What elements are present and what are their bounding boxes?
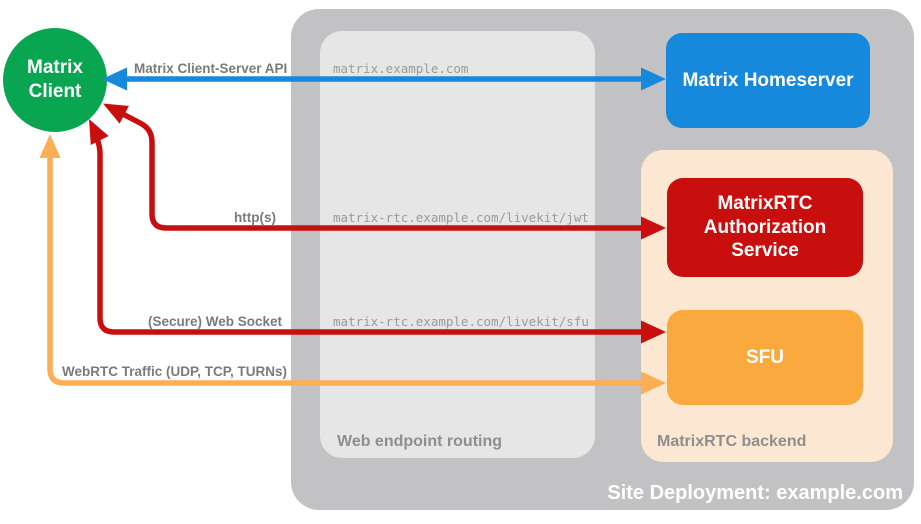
node-sfu-label: SFU [746, 346, 784, 368]
node-sfu: SFU [667, 310, 863, 405]
web-endpoint-routing-panel [320, 31, 595, 458]
matrixrtc-backend-label: MatrixRTC backend [657, 433, 807, 450]
node-matrix-homeserver: Matrix Homeserver [666, 33, 870, 128]
edge-webrtc-traffic-arrowhead-top [39, 134, 61, 158]
edge-web-socket-arrowhead-left [89, 119, 109, 145]
web-endpoint-routing-label: Web endpoint routing [337, 433, 503, 450]
node-matrix-homeserver-label: Matrix Homeserver [682, 69, 854, 91]
endpoint-livekit-jwt: matrix-rtc.example.com/livekit/jwt [333, 210, 589, 225]
edge-https-arrowhead-left [103, 103, 129, 124]
endpoint-matrix-example-com: matrix.example.com [333, 61, 469, 76]
endpoint-livekit-sfu: matrix-rtc.example.com/livekit/sfu [333, 314, 589, 329]
edge-label-https: http(s) [234, 210, 276, 225]
site-deployment-label: Site Deployment: example.com [607, 482, 903, 504]
node-matrixrtc-authorization-service: MatrixRTC Authorization Service [667, 178, 863, 277]
node-matrix-client-label: Matrix Client [27, 56, 83, 102]
node-matrixrtc-authorization-service-label: MatrixRTC Authorization Service [703, 193, 827, 262]
node-matrix-client: Matrix Client [3, 28, 107, 132]
edge-label-client-server-api: Matrix Client-Server API [134, 61, 288, 76]
edge-label-secure-web-socket: (Secure) Web Socket [148, 314, 283, 329]
edge-label-webrtc-traffic: WebRTC Traffic (UDP, TCP, TURNs) [62, 364, 288, 379]
